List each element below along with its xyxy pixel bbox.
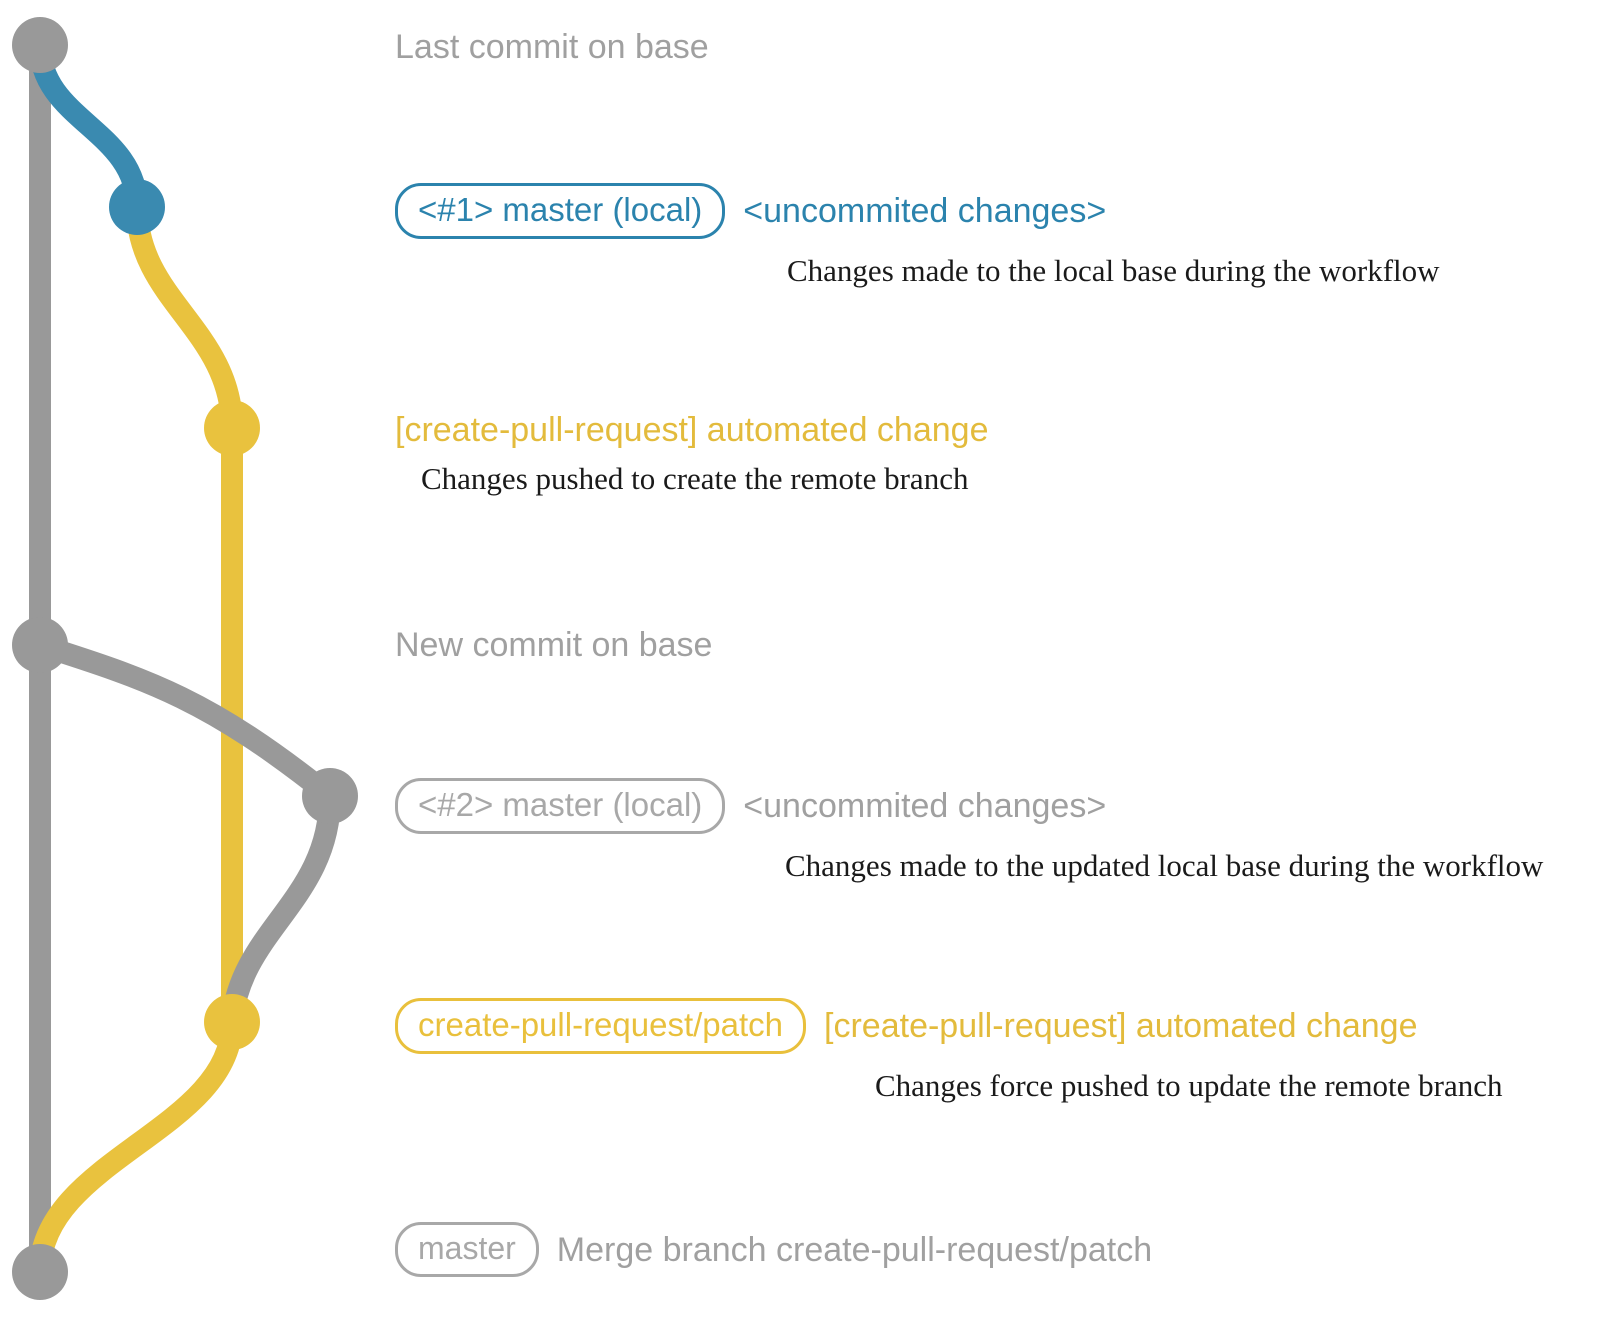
commit-subject: <uncommited changes> <box>743 192 1107 230</box>
local-commit-2-node[interactable] <box>302 768 358 824</box>
commit-description: Changes made to the local base during th… <box>787 253 1440 288</box>
patch-commit-2-node[interactable] <box>204 994 260 1050</box>
branch-badge-patch[interactable]: create-pull-request/patch <box>395 998 807 1054</box>
merge-commit-node[interactable] <box>12 1244 68 1300</box>
base-2-to-local-2-edge <box>29 634 341 807</box>
patch-2-to-merge-edge <box>29 1011 243 1283</box>
commit-description: Changes force pushed to update the remot… <box>875 1068 1503 1103</box>
branch-badge-master[interactable]: master <box>395 1222 539 1277</box>
branch-badge-local-1[interactable]: <#1> master (local) <box>395 183 726 239</box>
row-local-1: <#1> master (local) <uncommited changes>… <box>395 183 1440 289</box>
row-automated-change-2: create-pull-request/patch [create-pull-r… <box>395 998 1503 1104</box>
row-last-commit-on-base: Last commit on base <box>395 30 709 64</box>
commit-graph <box>12 17 358 1300</box>
commit-subject: [create-pull-request] automated change <box>395 411 989 449</box>
base-head-node[interactable] <box>12 17 68 73</box>
row-new-commit-on-base: New commit on base <box>395 628 712 662</box>
row-merge: master Merge branch create-pull-request/… <box>395 1222 1152 1277</box>
commit-description: Changes pushed to create the remote bran… <box>421 461 969 496</box>
commit-subject: New commit on base <box>395 626 713 664</box>
local-commit-1-node[interactable] <box>109 179 165 235</box>
row-local-2: <#2> master (local) <uncommited changes>… <box>395 778 1543 884</box>
commit-subject: [create-pull-request] automated change <box>824 1007 1418 1045</box>
commit-subject: Last commit on base <box>395 28 709 66</box>
commit-description: Changes made to the updated local base d… <box>785 848 1544 883</box>
commit-subject: <uncommited changes> <box>743 787 1107 825</box>
base-to-local-1-edge <box>29 34 148 218</box>
patch-commit-1-node[interactable] <box>204 400 260 456</box>
commit-subject: Merge branch create-pull-request/patch <box>556 1230 1153 1269</box>
local-2-to-patch-2-edge <box>221 785 341 1033</box>
branch-badge-local-2[interactable]: <#2> master (local) <box>395 778 726 834</box>
local-1-to-patch-1-edge <box>126 196 243 439</box>
base-commit-2-node[interactable] <box>12 617 68 673</box>
row-automated-change-1: [create-pull-request] automated change C… <box>395 413 988 497</box>
